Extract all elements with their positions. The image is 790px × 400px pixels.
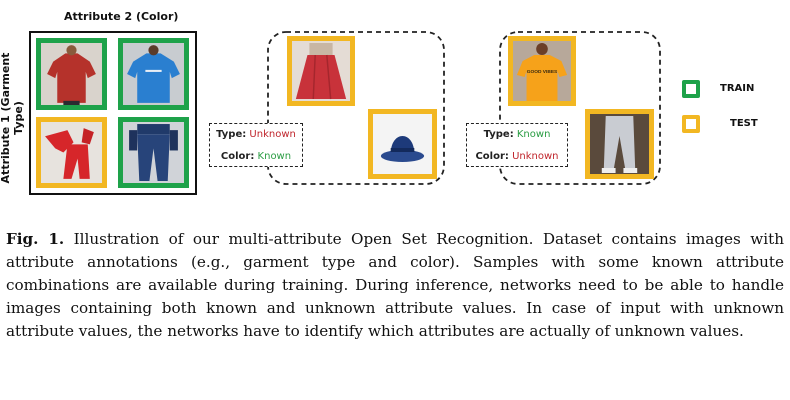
test-2-info-box: Type: Known Color: Unknown (466, 123, 568, 167)
color-label: Color: (220, 151, 255, 162)
gray-pants-image (585, 109, 654, 179)
figure-caption: Fig. 1. Illustration of our multi-attrib… (6, 228, 784, 343)
red-skirt-image (287, 36, 355, 106)
blue-tshirt-image (118, 38, 189, 110)
shirt-print: GOOD VIBES (527, 69, 558, 75)
color-value-unknown: Unknown (512, 151, 559, 162)
test-1-info-box: Type: Unknown Color: Known (209, 123, 303, 167)
blue-jeans-image (118, 117, 189, 188)
caption-text: Illustration of our multi-attribute Open… (6, 230, 784, 340)
orange-tshirt-image: GOOD VIBES (508, 36, 576, 106)
test-group-1-outline (267, 31, 445, 185)
color-value-known: Known (257, 151, 292, 162)
type-value-unknown: Unknown (249, 129, 296, 140)
color-label: Color: (475, 151, 509, 162)
type-value-known: Known (516, 129, 551, 140)
red-pants-image (36, 117, 107, 188)
legend-train-label: TRAIN (720, 83, 755, 94)
caption-label: Fig. 1. (6, 230, 65, 248)
axis-top-title: Attribute 2 (Color) (64, 10, 179, 23)
legend-test-swatch (682, 115, 700, 133)
type-label: Type: (483, 129, 514, 140)
blue-hat-image (368, 109, 437, 179)
legend-train-swatch (682, 80, 700, 98)
red-tshirt-image (36, 38, 107, 110)
legend-test-label: TEST (730, 118, 758, 129)
type-label: Type: (216, 129, 247, 140)
axis-left-title: Attribute 1 (Garment Type) (0, 52, 25, 184)
test-group-2-outline (499, 31, 661, 185)
attribute-grid (29, 31, 197, 195)
